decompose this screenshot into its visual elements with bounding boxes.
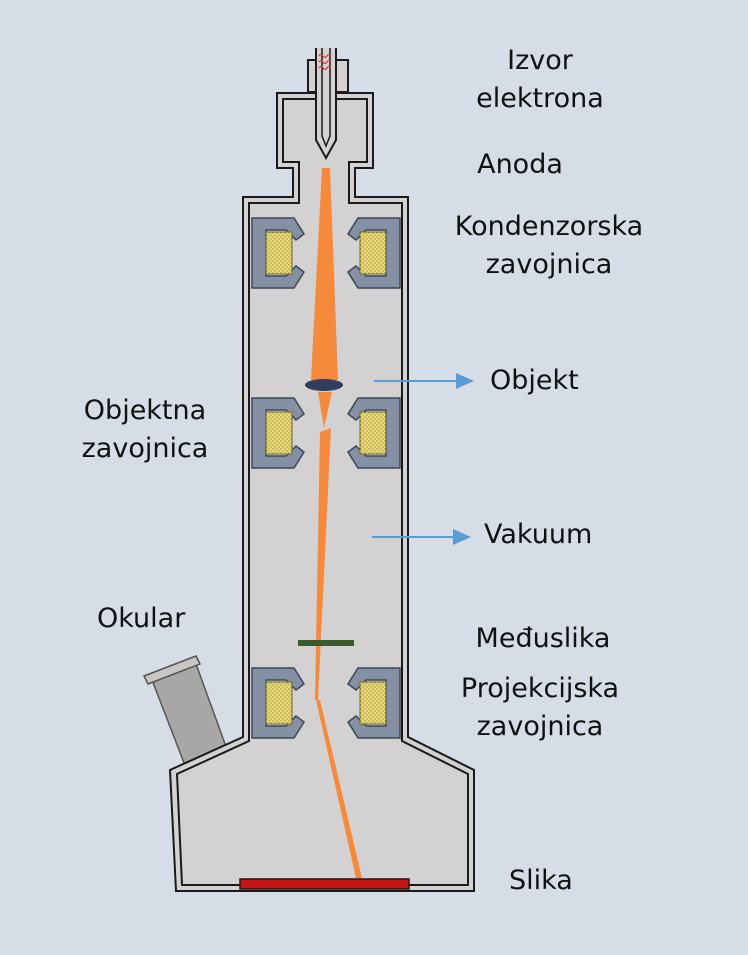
projector-coil	[251, 667, 401, 739]
label-vacuum: Vakuum	[484, 519, 593, 550]
electron-source	[307, 48, 349, 161]
label-eyepiece: Okular	[97, 603, 186, 634]
object-specimen	[305, 379, 343, 391]
eyepiece-tube	[142, 655, 229, 769]
label-intermediate-image: Međuslika	[475, 623, 611, 654]
label-anode: Anoda	[477, 149, 563, 180]
label-objective-coil: Objektna zavojnica	[81, 395, 209, 464]
label-object: Objekt	[490, 365, 579, 396]
label-projector-coil: Projekcijska zavojnica	[460, 673, 620, 742]
intermediate-image-plate	[298, 640, 354, 646]
electron-beam	[311, 168, 362, 878]
condenser-coil	[251, 217, 401, 289]
label-electron-source: Izvor elektrona	[476, 45, 604, 114]
objective-coil	[251, 397, 401, 469]
label-condenser-coil: Kondenzorska zavojnica	[454, 211, 644, 280]
label-image: Slika	[509, 865, 573, 896]
image-screen	[239, 878, 410, 890]
